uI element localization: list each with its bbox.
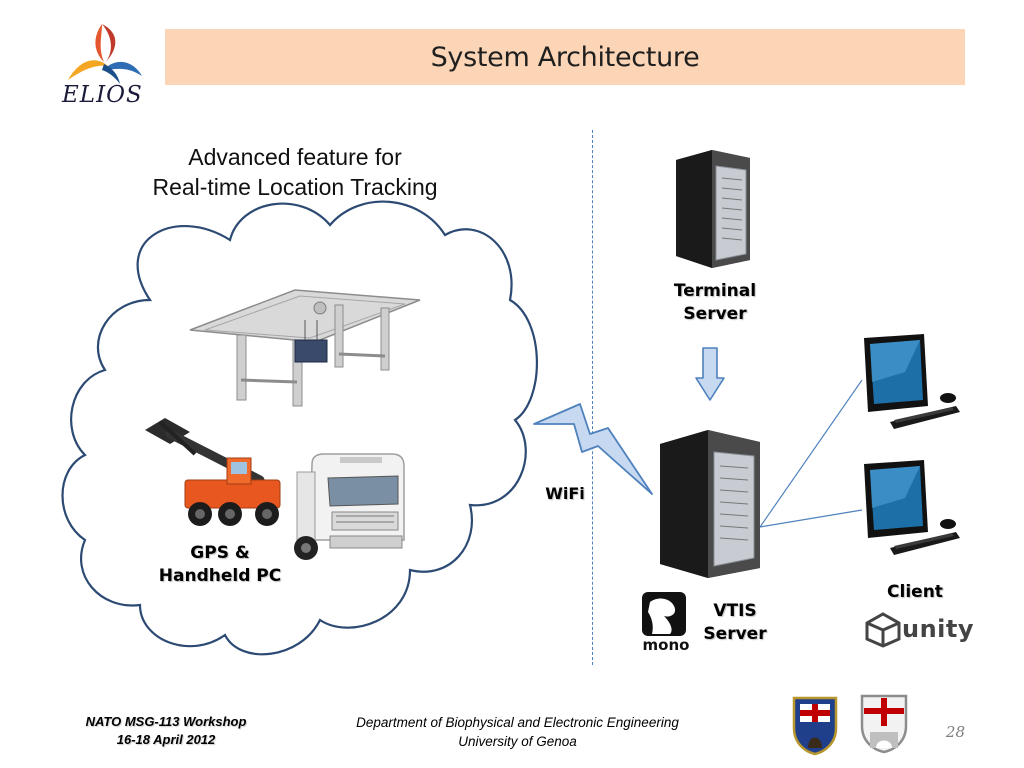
heading-line-2: Real-time Location Tracking bbox=[152, 174, 438, 200]
department-name: Department of Biophysical and Electronic… bbox=[356, 715, 679, 730]
client-computer-icon bbox=[864, 334, 960, 429]
terminal-server-label: Terminal Server bbox=[660, 280, 770, 326]
down-arrow-icon bbox=[695, 347, 725, 401]
reach-stacker-icon bbox=[145, 418, 281, 526]
mono-logo-icon bbox=[642, 592, 686, 636]
vtis-label-line-1: VTIS bbox=[713, 601, 757, 621]
client-label: Client bbox=[887, 582, 943, 602]
section-divider bbox=[592, 130, 593, 665]
workshop-footer: NATO MSG-113 Workshop 16-18 April 2012 bbox=[50, 713, 282, 749]
terminal-label-line-1: Terminal bbox=[673, 281, 757, 301]
gantry-crane-icon bbox=[189, 289, 421, 407]
truck-icon bbox=[294, 453, 405, 560]
gps-label-line-2: Handheld PC bbox=[158, 566, 282, 586]
unity-logo-icon bbox=[865, 612, 901, 648]
vtis-label-line-2: Server bbox=[703, 624, 767, 644]
wifi-lightning-icon bbox=[533, 403, 653, 495]
section-heading: Advanced feature for Real-time Location … bbox=[110, 142, 480, 202]
workshop-name: NATO MSG-113 Workshop bbox=[85, 714, 247, 729]
department-footer: Department of Biophysical and Electronic… bbox=[290, 713, 745, 751]
university-name: University of Genoa bbox=[458, 734, 577, 749]
vtis-server-icon bbox=[660, 430, 760, 578]
elios-logo-text: ELIOS bbox=[62, 82, 143, 108]
university-crest-icon bbox=[860, 694, 908, 754]
title-bar: System Architecture bbox=[165, 29, 965, 85]
wifi-label: WiFi bbox=[545, 484, 585, 503]
terminal-label-line-2: Server bbox=[683, 304, 747, 324]
vtis-server-label: VTIS Server bbox=[690, 600, 780, 646]
terminal-server-icon bbox=[676, 150, 750, 268]
gps-handheld-label: GPS & Handheld PC bbox=[140, 542, 300, 588]
genoa-crest-icon bbox=[792, 696, 838, 756]
gps-label-line-1: GPS & bbox=[190, 543, 250, 563]
unity-logo-text: unity bbox=[902, 615, 975, 643]
slide-title: System Architecture bbox=[430, 41, 700, 73]
mono-logo-text: mono bbox=[642, 636, 690, 654]
elios-logo-icon bbox=[68, 24, 142, 84]
page-number: 28 bbox=[945, 723, 965, 741]
client-computer-icon bbox=[864, 460, 960, 555]
heading-line-1: Advanced feature for bbox=[188, 144, 402, 170]
workshop-date: 16-18 April 2012 bbox=[116, 732, 216, 747]
